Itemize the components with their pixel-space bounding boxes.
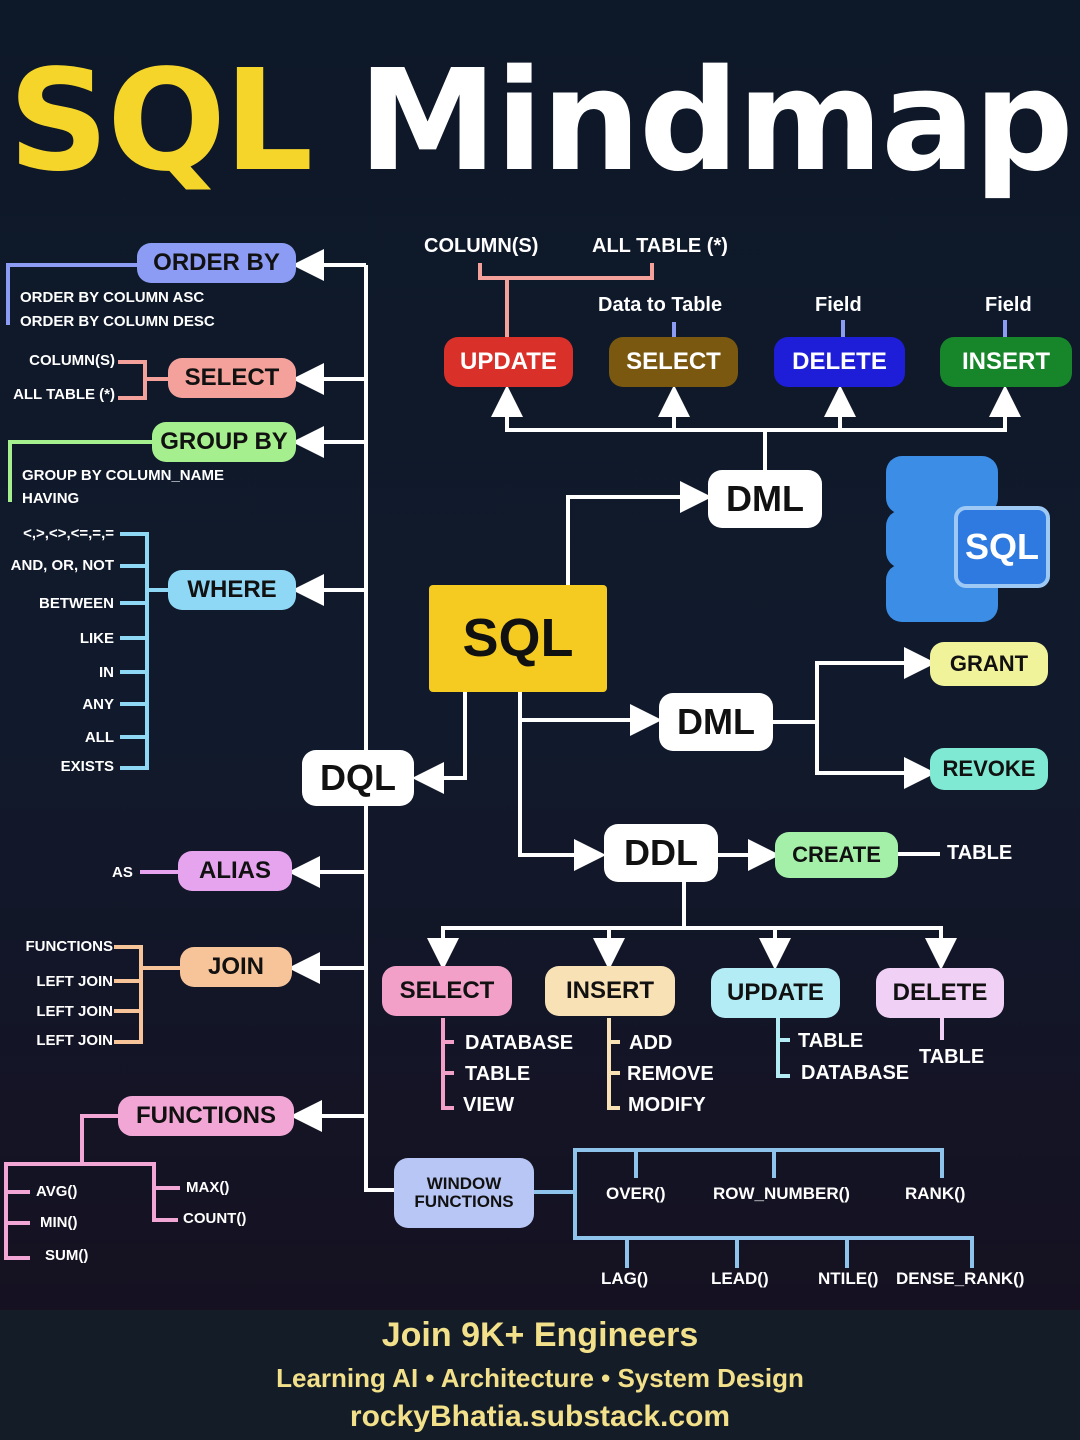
select-item: COLUMN(S) [29, 352, 115, 369]
where-item: LIKE [79, 630, 114, 647]
window-item: LAG() [601, 1269, 649, 1288]
dml-update-note: ALL TABLE (*) [592, 235, 728, 257]
where-item: ALL [84, 729, 114, 746]
function-item: MIN() [40, 1214, 78, 1231]
order-by-item: ORDER BY COLUMN ASC [20, 289, 205, 306]
grant-node: GRANT [930, 642, 1048, 686]
group-by-node: GROUP BY [152, 422, 296, 462]
database-sql-icon: SQL [886, 452, 1056, 622]
function-item: COUNT() [183, 1210, 247, 1227]
ddl-insert-item: REMOVE [627, 1063, 714, 1085]
select-node: SELECT [168, 358, 296, 398]
where-item: BETWEEN [39, 595, 114, 612]
ddl-insert-node: INSERT [545, 966, 675, 1016]
alias-node: ALIAS [178, 851, 292, 891]
window-item: DENSE_RANK() [896, 1269, 1025, 1288]
ddl-select-item: TABLE [465, 1063, 531, 1085]
create-node: CREATE [775, 832, 898, 878]
ddl-select-node: SELECT [382, 966, 512, 1016]
ddl-insert-item: MODIFY [628, 1094, 706, 1116]
group-by-item: HAVING [22, 490, 80, 507]
where-item: ANY [82, 696, 114, 713]
join-item: LEFT JOIN [36, 1003, 113, 1020]
ddl-update-node: UPDATE [711, 968, 840, 1018]
window-item: ROW_NUMBER() [713, 1184, 850, 1203]
ddl-delete-node: DELETE [876, 968, 1004, 1018]
dml-select-node: SELECT [609, 337, 738, 387]
functions-node: FUNCTIONS [118, 1096, 294, 1136]
footer-link[interactable]: rockyBhatia.substack.com [349, 1400, 731, 1433]
order-by-node: ORDER BY [137, 243, 296, 283]
sql-center-node: SQL [429, 585, 607, 692]
dml-node: DML [708, 470, 822, 528]
ddl-insert-item: ADD [629, 1032, 673, 1054]
window-item: OVER() [606, 1184, 666, 1203]
group-by-item: GROUP BY COLUMN_NAME [22, 467, 224, 484]
alias-item: AS [112, 864, 133, 881]
dml-update-note: COLUMN(S) [424, 235, 539, 257]
window-item: LEAD() [711, 1269, 769, 1288]
page-title: SQL Mindmap [8, 40, 1074, 203]
create-item: TABLE [947, 842, 1013, 864]
window-item: NTILE() [818, 1269, 879, 1288]
join-item: LEFT JOIN [36, 973, 113, 990]
where-item: IN [99, 664, 114, 681]
dcl-node: DML [659, 693, 773, 751]
join-item: LEFT JOIN [36, 1032, 113, 1049]
dml-update-node: UPDATE [444, 337, 573, 387]
dml-insert-node: INSERT [940, 337, 1072, 387]
footer-headline: Join 9K+ Engineers [381, 1316, 699, 1354]
where-item: AND, OR, NOT [10, 557, 114, 574]
where-item: EXISTS [60, 758, 114, 775]
order-by-item: ORDER BY COLUMN DESC [20, 313, 215, 330]
dql-node: DQL [302, 750, 414, 806]
join-node: JOIN [180, 947, 292, 987]
revoke-node: REVOKE [930, 748, 1048, 790]
window-item: RANK() [905, 1184, 966, 1203]
ddl-delete-item: TABLE [919, 1046, 985, 1068]
ddl-update-item: TABLE [798, 1030, 864, 1052]
function-item: SUM() [45, 1247, 89, 1264]
where-node: WHERE [168, 570, 296, 610]
function-item: AVG() [36, 1183, 78, 1200]
footer-tagline: Learning AI • Architecture • System Desi… [276, 1363, 804, 1393]
dml-insert-note: Field [985, 294, 1032, 316]
ddl-update-item: DATABASE [801, 1062, 910, 1084]
select-item: ALL TABLE (*) [13, 386, 115, 403]
ddl-select-item: VIEW [463, 1094, 515, 1116]
where-item: <,>,<>,<=,=,= [23, 525, 114, 542]
dml-delete-note: Field [815, 294, 862, 316]
footer: Join 9K+ Engineers Learning AI • Archite… [0, 1310, 1080, 1440]
connector-lines [4, 249, 1021, 1268]
function-item: MAX() [186, 1179, 230, 1196]
dml-select-note: Data to Table [598, 294, 723, 316]
dml-delete-node: DELETE [774, 337, 905, 387]
ddl-select-item: DATABASE [465, 1032, 574, 1054]
ddl-node: DDL [604, 824, 718, 882]
join-item: FUNCTIONS [25, 938, 114, 955]
